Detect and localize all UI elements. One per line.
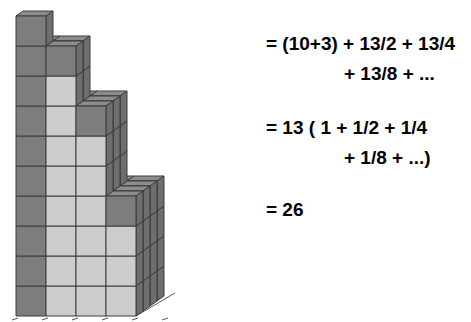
cube-face — [46, 286, 76, 316]
cube-face — [143, 246, 150, 281]
cube-face — [46, 106, 76, 136]
cube-face — [106, 131, 113, 166]
cube-face — [76, 196, 106, 226]
cube-face — [16, 106, 46, 136]
cube-face — [76, 226, 106, 256]
cube-face — [16, 256, 46, 286]
cube-face — [76, 286, 106, 316]
equation-line: + 1/8 + ...) — [344, 148, 431, 169]
floor-line — [12, 318, 18, 320]
cube-face — [76, 106, 106, 136]
cube-face — [46, 256, 76, 286]
cube-face — [16, 16, 46, 46]
cube-face — [136, 221, 143, 256]
cube-face — [76, 136, 106, 166]
floor-line — [162, 318, 168, 320]
cube-face — [150, 271, 157, 306]
cube-face — [150, 241, 157, 276]
floor-line — [42, 318, 48, 320]
cube-face — [157, 206, 164, 241]
cube-face — [113, 156, 120, 191]
cube-face — [106, 226, 136, 256]
cube-face — [76, 71, 83, 106]
cube-face — [83, 66, 90, 101]
cube-face — [136, 281, 143, 316]
cube-face — [157, 236, 164, 271]
cube-face — [16, 76, 46, 106]
cube-face — [157, 176, 164, 211]
floor-line — [72, 318, 78, 320]
cube-face — [143, 186, 150, 221]
cube-face — [150, 211, 157, 246]
cube-face — [143, 276, 150, 311]
cube-face — [120, 151, 127, 186]
cube-face — [16, 286, 46, 316]
cube-face — [157, 266, 164, 301]
cube-face — [46, 136, 76, 166]
cube-face — [46, 76, 76, 106]
cube-face — [120, 121, 127, 156]
equation-line: = 26 — [266, 200, 304, 221]
cube-face — [120, 91, 127, 126]
equation-line: + 13/8 + ... — [344, 64, 435, 85]
cube-face — [136, 251, 143, 286]
floor-line — [102, 318, 108, 320]
cube-face — [46, 166, 76, 196]
cube-face — [16, 196, 46, 226]
cube-face — [150, 181, 157, 216]
cube-face — [46, 11, 53, 46]
cube-face — [106, 196, 136, 226]
cube-face — [76, 166, 106, 196]
cube-face — [113, 96, 120, 131]
cube-face — [16, 136, 46, 166]
cube-face — [76, 256, 106, 286]
cube-face — [16, 166, 46, 196]
equation-line: = 13 ( 1 + 1/2 + 1/4 — [266, 118, 427, 139]
equation-line: = (10+3) + 13/2 + 13/4 — [266, 34, 455, 55]
cube-face — [106, 286, 136, 316]
cube-face — [113, 126, 120, 161]
cube-face — [46, 196, 76, 226]
cube-face — [46, 226, 76, 256]
floor-line — [132, 318, 138, 320]
cube-face — [16, 46, 46, 76]
cube-face — [106, 161, 113, 196]
cube-face — [46, 46, 76, 76]
cube-face — [136, 191, 143, 226]
cube-face — [106, 101, 113, 136]
cube-face — [143, 216, 150, 251]
cube-face — [83, 36, 90, 71]
cube-face — [16, 226, 46, 256]
cube-face — [76, 41, 83, 76]
cube-face — [106, 256, 136, 286]
